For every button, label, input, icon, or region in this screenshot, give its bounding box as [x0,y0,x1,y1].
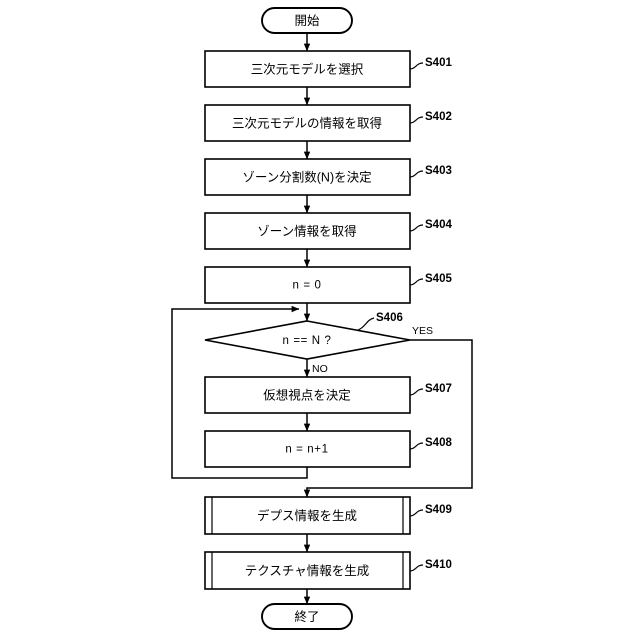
s402-leader [409,116,424,124]
s407-label: 仮想視点を決定 [263,388,351,403]
s405-shape [204,266,411,304]
s409-step-id: S409 [425,504,452,516]
s401-shape [204,50,411,88]
branch-label-no: NO [312,363,328,375]
s410-shape [204,551,411,590]
s403-leader [409,170,424,178]
s404-label: ゾーン情報を取得 [257,224,356,239]
s404-shape [204,212,411,250]
s403-label: ゾーン分割数(N)を決定 [242,170,371,185]
node-s406: n == N ? S406 YES NO [204,312,433,375]
s403-step-id: S403 [425,165,452,177]
node-s410: テクスチャ情報を生成 S410 [204,551,452,590]
s409-shape [204,496,411,535]
s409-leader [409,509,424,517]
s405-step-id: S405 [425,273,452,285]
s406-step-id: S406 [376,312,403,324]
s408-label: n = n+1 [285,444,328,456]
s401-label: 三次元モデルを選択 [251,62,364,77]
s405-leader [409,278,424,286]
node-s409: デプス情報を生成 S409 [204,496,452,535]
node-s402: 三次元モデルの情報を取得 S402 [204,104,452,142]
s407-shape [204,376,411,414]
node-s401: 三次元モデルを選択 S401 [204,50,452,88]
end-shape [261,603,353,630]
s401-step-id: S401 [425,57,452,69]
s403-shape [204,158,411,196]
s406-label: n == N ? [283,335,332,347]
connector-loopback-s408-to-s406 [171,305,308,479]
node-s405: n = 0 S405 [204,266,452,304]
s408-leader [409,442,424,450]
end-label: 終了 [294,609,319,624]
s410-leader [409,564,424,572]
s408-step-id: S408 [425,437,452,449]
s406-leader [357,317,375,331]
s410-step-id: S410 [425,559,452,571]
connector-yes-to-s409 [303,339,473,498]
start-label: 開始 [294,14,320,28]
s410-label: テクスチャ情報を生成 [245,564,370,578]
s406-diamond-shape [204,320,411,360]
node-s403: ゾーン分割数(N)を決定 S403 [204,158,452,196]
s407-step-id: S407 [425,383,452,395]
s402-label: 三次元モデルの情報を取得 [232,116,382,131]
s402-step-id: S402 [425,111,452,123]
s404-leader [409,224,424,232]
node-s407: 仮想視点を決定 S407 [204,376,452,414]
s401-leader [409,62,424,70]
s409-label: デプス情報を生成 [257,508,357,523]
node-s404: ゾーン情報を取得 S404 [204,212,452,250]
s405-label: n = 0 [293,280,322,292]
s404-step-id: S404 [425,219,452,231]
node-s408: n = n+1 S408 [204,430,452,468]
node-start: 開始 [261,7,353,34]
connector-group [171,33,473,605]
node-end: 終了 [261,603,353,630]
s408-shape [204,430,411,468]
s407-leader [409,388,424,396]
branch-label-yes: YES [412,325,433,337]
start-shape [261,7,353,34]
